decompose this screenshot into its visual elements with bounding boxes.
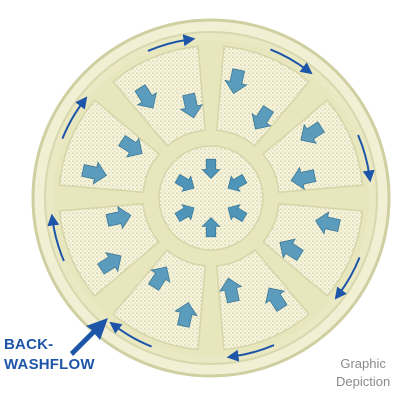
backwash-label-line2: WASHFLOW [4,355,95,375]
backwash-label: BACK- WASHFLOW [4,335,95,375]
graphic-caption-line1: Graphic [336,355,390,373]
graphic-caption-line2: Depiction [336,373,390,391]
backwash-label-line1: BACK- [4,335,95,355]
graphic-depiction-caption: Graphic Depiction [336,355,390,391]
